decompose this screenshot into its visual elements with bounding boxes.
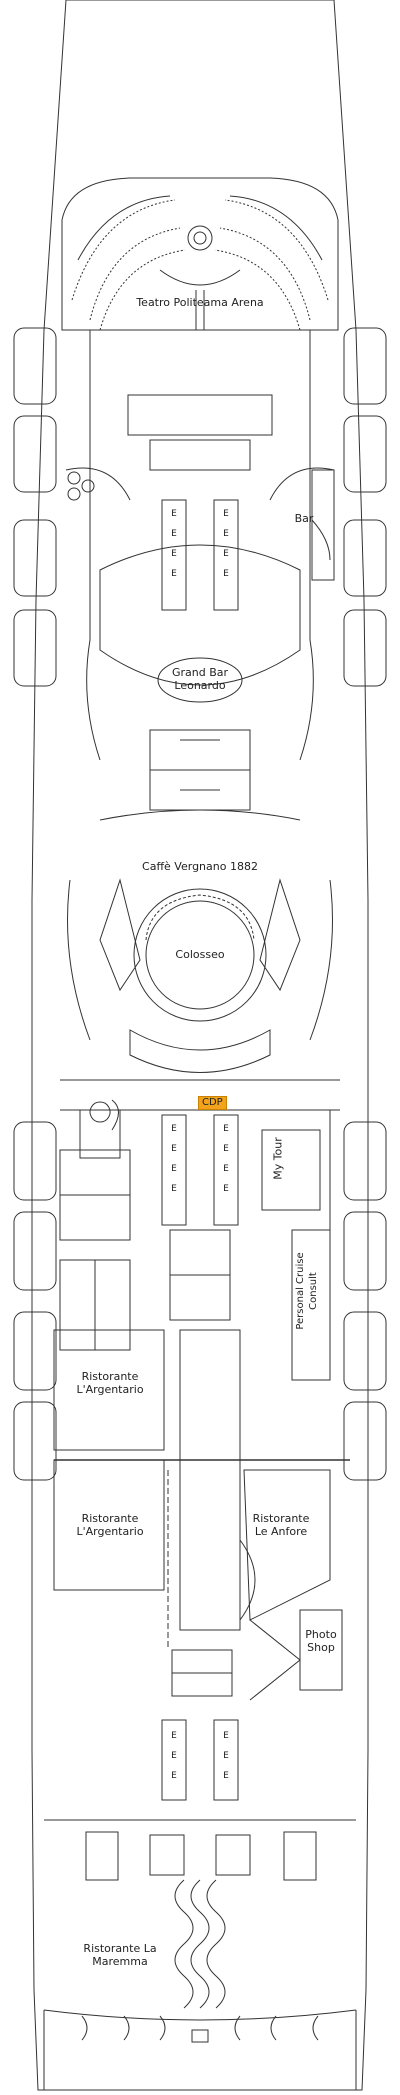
bar-label[interactable]: Bar [294,512,314,525]
elevator-glyph: E [171,569,177,579]
elevator-glyph: E [223,1124,229,1134]
lifeboat-left-1 [13,327,57,405]
elevator-glyph: E [223,569,229,579]
grand-bar-leonardo-oval [157,657,243,703]
elevator-bank-2: E E E E E E E E [171,1124,229,1194]
cruise-consult-label[interactable]: Personal Cruise Consult [295,1252,319,1330]
lifeboat-left-6 [13,1211,57,1291]
photo-shop-room [299,1609,343,1691]
elevator-glyph: E [223,529,229,539]
elevator-glyph: E [223,1144,229,1154]
elevator-bank-1: E E E E E E E E [171,509,229,579]
elevator-glyph: E [171,1164,177,1174]
lifeboat-left-2 [13,415,57,493]
lifeboat-left-7 [13,1311,57,1391]
elevator-glyph: E [171,1124,177,1134]
colosseo-label[interactable]: Colosseo [175,948,225,961]
lifeboat-right-4 [343,609,387,687]
hull-outline [31,0,369,2091]
my-tour-room [261,1129,321,1211]
bar-area [311,469,335,581]
argentario-1-label[interactable]: Ristorante L'Argentario [76,1370,144,1396]
cdp-badge[interactable]: CDP [198,1096,227,1110]
photo-shop-label[interactable]: Photo Shop [305,1628,337,1654]
lifeboat-right-7 [343,1311,387,1391]
elevator-glyph: E [223,1731,229,1741]
maremma-label[interactable]: Ristorante La Maremma [83,1942,157,1968]
theatre-outline [61,177,339,331]
elevator-glyph: E [223,509,229,519]
lifeboat-right-2 [343,415,387,493]
lifeboat-left-8 [13,1401,57,1481]
elevator-glyph: E [171,549,177,559]
elevator-glyph: E [171,509,177,519]
elevator-glyph: E [223,1184,229,1194]
argentario-2-label[interactable]: Ristorante L'Argentario [76,1512,144,1538]
elevator-glyph: E [223,1751,229,1761]
colosseo-ring-outer [133,888,267,1022]
lifeboat-right-6 [343,1211,387,1291]
anfore-room [243,1469,331,1621]
lifeboat-right-8 [343,1401,387,1481]
lifeboat-left-3 [13,519,57,597]
elevator-glyph: E [223,1164,229,1174]
elevator-bank-3: E E E E E E [171,1731,229,1781]
colosseo-ring-inner [145,900,255,1010]
theatre-label[interactable]: Teatro Politeama Arena [136,296,264,309]
lifeboat-left-4 [13,609,57,687]
anfore-label[interactable]: Ristorante Le Anfore [252,1512,310,1538]
lifeboat-left-5 [13,1121,57,1201]
lifeboat-right-3 [343,519,387,597]
grand-bar-label[interactable]: Grand Bar Leonardo [171,666,229,692]
elevator-glyph: E [171,1731,177,1741]
cruise-consult-room [291,1229,331,1381]
elevator-glyph: E [171,1751,177,1761]
elevator-glyph: E [223,549,229,559]
elevator-glyph: E [171,1144,177,1154]
caffe-label[interactable]: Caffè Vergnano 1882 [142,860,258,873]
elevator-glyph: E [171,1184,177,1194]
elevator-glyph: E [171,1771,177,1781]
elevator-glyph: E [223,1771,229,1781]
argentario-room-1 [53,1329,165,1451]
lifeboat-right-1 [343,327,387,405]
serpentine-buffet [190,1879,210,2009]
elevator-glyph: E [171,529,177,539]
mytour-label[interactable]: My Tour [271,1137,285,1180]
lifeboat-right-5 [343,1121,387,1201]
